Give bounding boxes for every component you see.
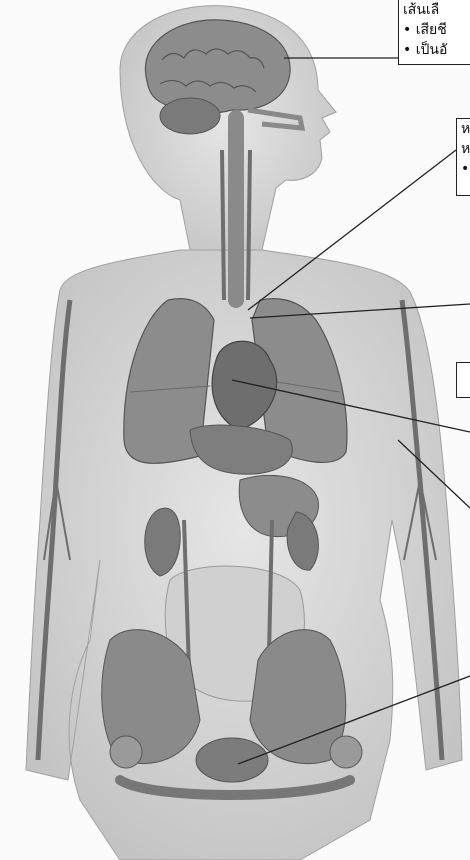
callout-trachea-line2: ห [457,139,470,159]
callout-brain-line1: เส้นเลื [399,0,470,20]
callout-trachea: ห ห • [456,118,470,196]
callout-trachea-line3: • [457,159,470,179]
callout-brain-line3: • เป็นอั [399,40,470,60]
callout-brain: เส้นเลื • เสียชี • เป็นอั [398,0,470,65]
callout-heart [456,362,470,398]
callout-brain-line2: • เสียชี [399,20,470,40]
callout-trachea-line1: ห [457,119,470,139]
